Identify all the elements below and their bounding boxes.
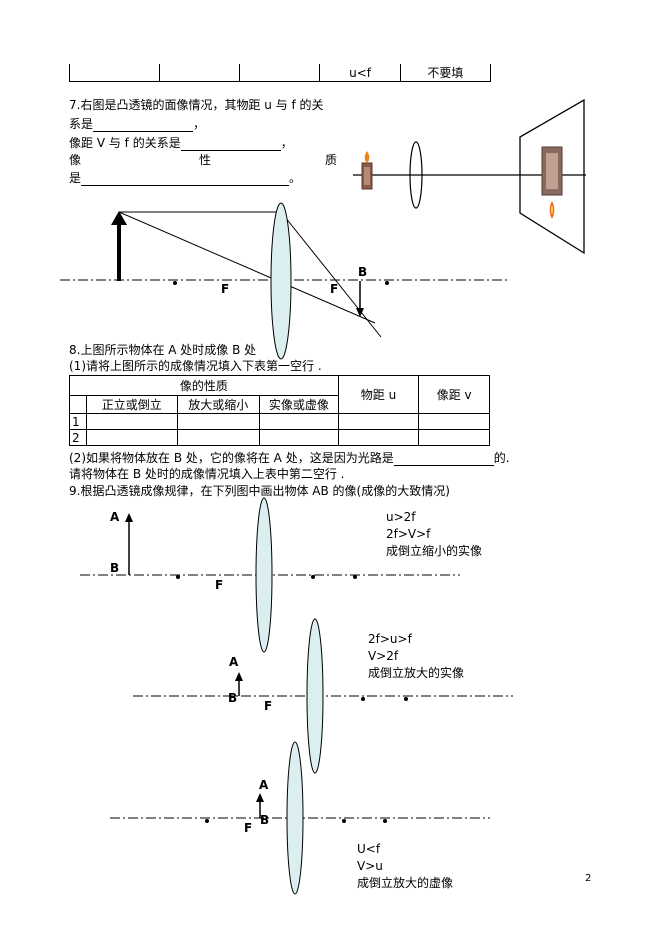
q8-subheader-2: 放大或缩小 xyxy=(176,395,261,414)
q8-cell[interactable] xyxy=(85,413,178,430)
candle-lens-screen-illustration xyxy=(353,98,586,255)
q9-case2-cond1: 2f>u>f xyxy=(368,632,412,646)
q8-subheader-3: 实像或虚像 xyxy=(259,395,339,414)
q9-case2-label-f: F xyxy=(264,699,272,713)
q9-case2-diagram: A B F xyxy=(133,618,513,774)
q9-case3-result: 成倒立放大的虚像 xyxy=(357,876,454,890)
q9-case3-label-f: F xyxy=(244,821,252,835)
q9-case3-cond2: V>u xyxy=(357,859,383,873)
q8-line1: 8.上图所示物体在 A 处时成像 B 处 xyxy=(69,343,257,357)
page-number: 2 xyxy=(585,873,592,884)
q8-line2: (1)请将上图所示的成像情况填入下表第一空行 . xyxy=(69,359,322,373)
q7-line2: 系是 ， xyxy=(69,116,205,132)
q9-case1-cond2: 2f>V>f xyxy=(386,527,431,541)
q9-case1-cond1: u>2f xyxy=(386,510,416,524)
q8-cell[interactable] xyxy=(85,429,178,446)
q8-row-index: 1 xyxy=(69,413,87,430)
q8-part2-line2: 请将物体在 B 处时的成像情况填入上表中第二空行 . xyxy=(69,467,345,481)
q9-case2-label-b: B xyxy=(228,691,237,705)
q9-case2-cond2: V>2f xyxy=(368,649,399,663)
diagram1-label-f-right: F xyxy=(330,282,338,296)
q8-part2-line1: (2)如果将物体放在 B 处，它的像将在 A 处，这是因为光路是 的. xyxy=(69,450,510,466)
q7-blank-1[interactable] xyxy=(93,119,194,132)
q8-cell[interactable] xyxy=(337,413,420,430)
q9-case3-diagram: A B F xyxy=(110,741,490,895)
q7-line2-text: 系是 xyxy=(69,117,94,131)
top-cell-4: u<f xyxy=(319,64,401,82)
q9-case1-result: 成倒立缩小的实像 xyxy=(386,544,483,558)
q8-header-image-distance: 像距 v xyxy=(418,375,490,414)
q9-case1-diagram: A B F xyxy=(80,497,460,653)
q9-case1-label-f: F xyxy=(215,578,223,592)
q8-cell[interactable] xyxy=(176,429,261,446)
q7-line3-text: 像距 V 与 f 的关系是 xyxy=(69,136,181,150)
q8-part2-text: (2)如果将物体放在 B 处，它的像将在 A 处，这是因为光路是 xyxy=(69,451,394,465)
q9-case3-cond1: U<f xyxy=(357,842,381,856)
q7-line3: 像距 V 与 f 的关系是 ， xyxy=(69,135,293,151)
top-cell-5: 不要填 xyxy=(399,64,492,82)
q8-header-index xyxy=(69,395,87,414)
diagram1-label-b: B xyxy=(358,265,367,279)
q8-part2-end: 的. xyxy=(493,451,510,465)
q8-cell[interactable] xyxy=(259,429,339,446)
q8-row-index: 2 xyxy=(69,429,87,446)
q8-table: 像的性质 物距 u 像距 v 正立或倒立 放大或缩小 实像或虚像 1 2 xyxy=(69,375,490,446)
q7-line5: 是。 xyxy=(69,170,301,186)
q8-blank[interactable] xyxy=(393,453,494,466)
diagram1-label-f-left: F xyxy=(221,282,229,296)
q7-line5-text: 是 xyxy=(69,171,82,185)
q9-line1: 9.根据凸透镜成像规律，在下列图中画出物体 AB 的像(成像的大致情况) xyxy=(69,484,450,498)
top-cell-1 xyxy=(68,64,161,82)
q7-line4b: 性 xyxy=(199,153,212,167)
q8-subheader-1: 正立或倒立 xyxy=(85,395,178,414)
q9-case2-result: 成倒立放大的实像 xyxy=(368,666,465,680)
q7-line4c: 质 xyxy=(325,153,338,167)
q7-blank-2[interactable] xyxy=(180,138,281,151)
q7-line1: 7.右图是凸透镜的面像情况，其物距 u 与 f 的关 xyxy=(69,98,324,112)
q8-header-object-distance: 物距 u xyxy=(337,375,420,414)
q9-case1-label-a: A xyxy=(110,510,120,524)
q9-case2-label-a: A xyxy=(229,655,239,669)
top-cell-2 xyxy=(159,64,241,82)
q9-case3-label-a: A xyxy=(259,778,269,792)
q9-case1-label-b: B xyxy=(110,561,119,575)
q8-cell[interactable] xyxy=(418,429,490,446)
q8-cell[interactable] xyxy=(337,429,420,446)
top-table: u<f 不要填 xyxy=(68,64,492,82)
q8-cell[interactable] xyxy=(418,413,490,430)
q7-line2-comma: ， xyxy=(193,117,206,131)
q7-line3-comma: ， xyxy=(280,136,293,150)
q9-case3-label-b: B xyxy=(260,813,269,827)
q8-cell[interactable] xyxy=(259,413,339,430)
q8-cell[interactable] xyxy=(176,413,261,430)
q8-header-group: 像的性质 xyxy=(69,375,339,396)
q7-line5-period: 。 xyxy=(289,171,302,185)
top-cell-3 xyxy=(239,64,321,82)
lens-ray-diagram: B F F xyxy=(60,202,510,360)
q7-line4a: 像 xyxy=(69,153,82,167)
q7-blank-3[interactable] xyxy=(81,173,290,186)
